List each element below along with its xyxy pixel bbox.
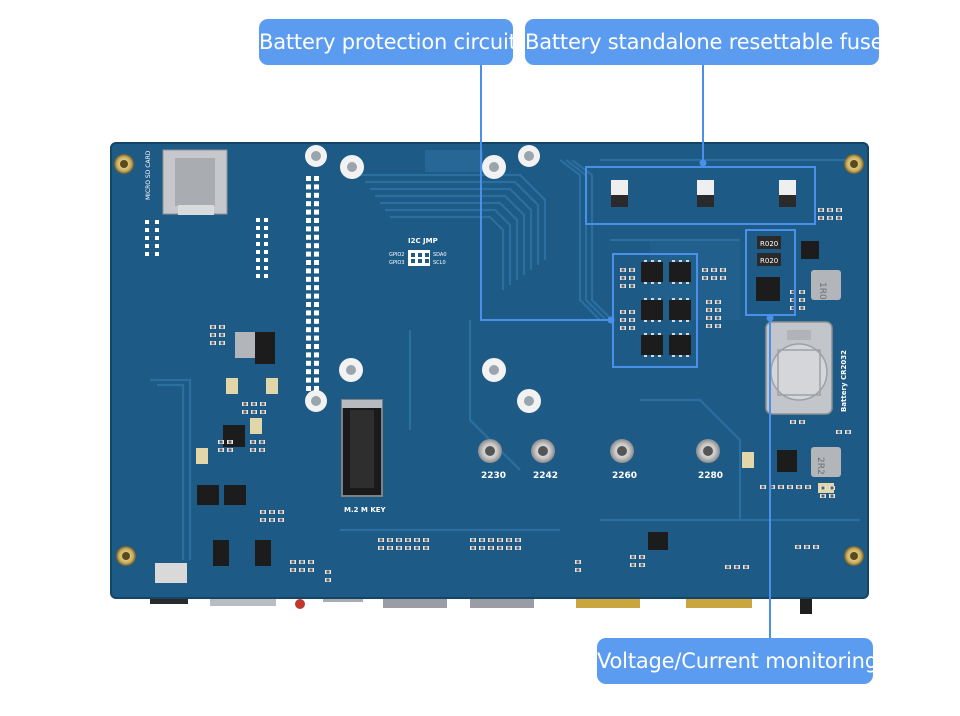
scl0-label: SCL0 (433, 260, 446, 266)
callout-battery-protection: Battery protection circuit (259, 19, 517, 65)
m2-standoffs (478, 439, 720, 463)
i2c-jumper-pins (408, 250, 430, 266)
battery-label: Battery CR2032 (840, 350, 848, 412)
r020-label-a: R020 (760, 240, 778, 248)
size-2280-label: 2280 (698, 471, 723, 481)
battery-holder (765, 321, 833, 415)
i2c-jmp-label: I2C JMP (408, 237, 438, 245)
protection-ics (641, 260, 691, 357)
r020-label-b: R020 (760, 257, 778, 265)
m2-key-label: M.2 M KEY (344, 506, 387, 514)
protection-leader (480, 64, 611, 321)
gpio-header-secondary (145, 218, 268, 278)
m2-connector (341, 399, 383, 497)
resettable-fuses (611, 180, 796, 207)
sda0-label: SDA0 (433, 252, 447, 258)
monitoring-ics (756, 241, 819, 472)
fuses-highlight (585, 166, 816, 225)
plated-holes (305, 145, 541, 413)
led-indicator (295, 599, 305, 609)
callout-resettable-fuses: Battery standalone resettable fuses (525, 19, 894, 65)
micro-sd-slot (162, 149, 228, 215)
smd-components (210, 208, 851, 582)
shunt-resistors (757, 236, 781, 266)
protection-highlight (612, 253, 698, 368)
inductor-1r0-label: 1R0 (817, 282, 827, 300)
mounting-screws (114, 154, 864, 566)
gpio-header (306, 176, 319, 391)
sd-card-label: MICRO SD CARD (145, 150, 152, 200)
gpio3-label: GPIO3 (389, 260, 404, 266)
size-2230-label: 2230 (481, 471, 506, 481)
size-2242-label: 2242 (533, 471, 558, 481)
inductor-2r2-label: 2R2 (815, 457, 825, 475)
inductors (235, 270, 841, 477)
callout-voltage-current: Voltage/Current monitoring (597, 638, 878, 684)
size-2260-label: 2260 (612, 471, 637, 481)
pcb-traces (150, 158, 860, 560)
gpio2-label: GPIO2 (389, 252, 404, 258)
leader-lines (480, 64, 771, 638)
